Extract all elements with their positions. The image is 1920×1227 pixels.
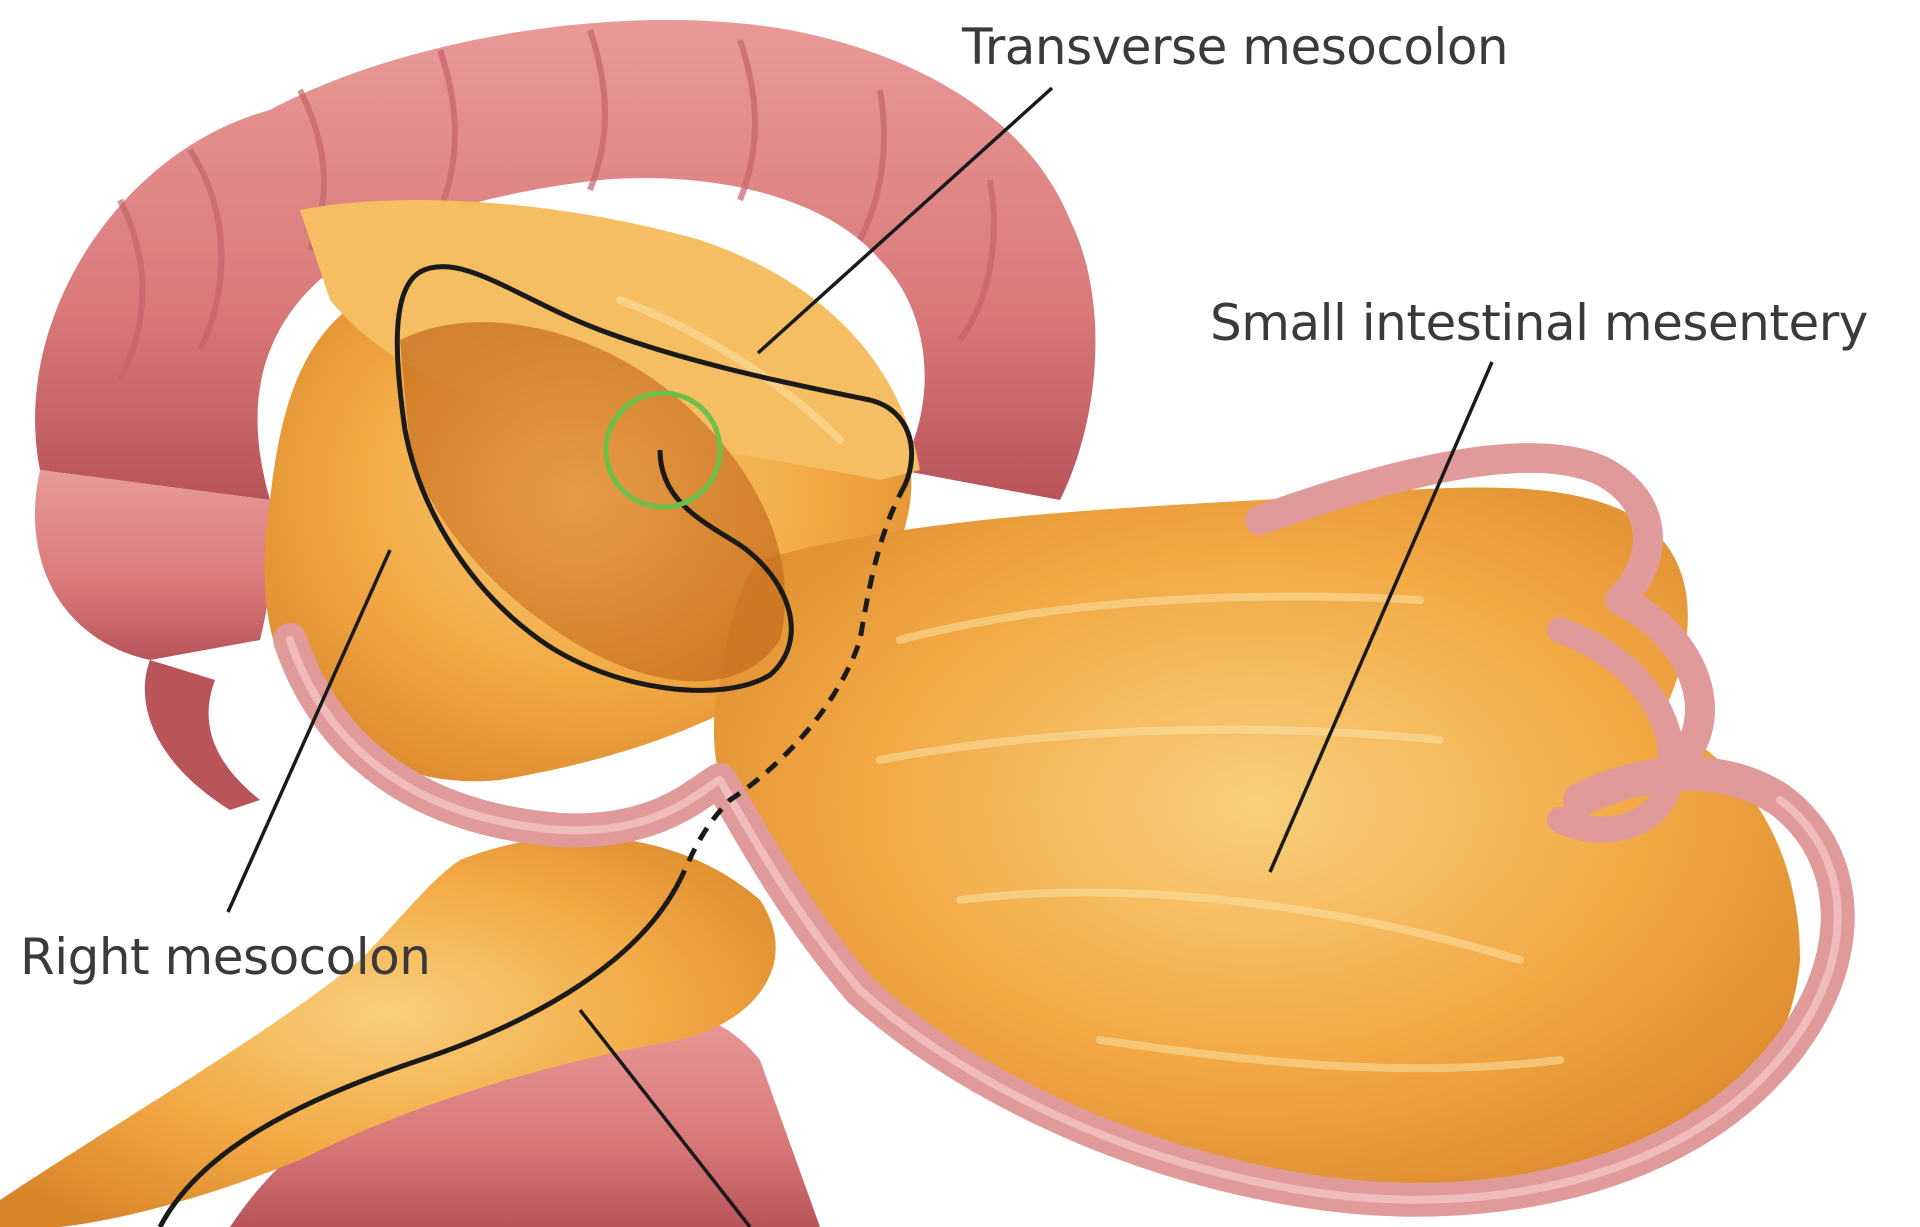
leader-line-right [226, 549, 392, 913]
lower-fat-lobe [0, 836, 776, 1227]
reflection-outline [157, 264, 915, 1227]
colon [34, 19, 1096, 1227]
leader-line-bottom [578, 1008, 752, 1227]
small-bowel-loop-upper [1245, 443, 1715, 775]
mesentery [0, 200, 1800, 1227]
colon-stump [144, 660, 260, 810]
leader-lines [226, 86, 1494, 1227]
small-bowel-loop-inner [1547, 617, 1685, 843]
small-bowel [273, 443, 1855, 1217]
sigmoid-colon [230, 1008, 820, 1227]
transverse-colon [35, 19, 1096, 500]
label-transverse-mesocolon: Transverse mesocolon [962, 18, 1509, 76]
dashed-line [677, 483, 908, 882]
label-right-mesocolon: Right mesocolon [20, 928, 431, 986]
small-intestinal-mesentery-fat [713, 487, 1800, 1195]
marker-circle [603, 390, 723, 510]
lower-curve [157, 878, 683, 1227]
ascending-colon [34, 470, 273, 660]
mesocolic-outline [394, 264, 915, 693]
label-small-intestinal-mesentery: Small intestinal mesentery [1210, 294, 1868, 352]
mesocolic-fossa [400, 322, 786, 682]
leader-line-small-intestinal [1268, 361, 1494, 873]
leader-line-transverse [756, 86, 1054, 355]
